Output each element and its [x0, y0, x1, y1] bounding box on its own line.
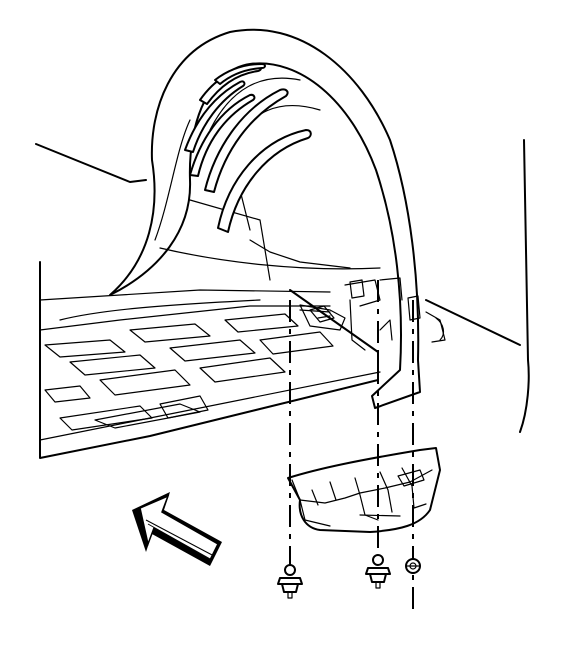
quarter-panel — [35, 139, 530, 433]
splash-shield — [287, 447, 441, 533]
underbody-floor-panel — [39, 261, 381, 459]
push-pin-retainer-2 — [365, 554, 391, 589]
nut-retainer — [405, 558, 421, 574]
front-of-vehicle-arrow-icon — [132, 492, 222, 566]
push-pin-retainer-1 — [277, 564, 303, 599]
wheelhouse-liner — [109, 28, 421, 409]
liner-clip-studs — [309, 279, 421, 323]
